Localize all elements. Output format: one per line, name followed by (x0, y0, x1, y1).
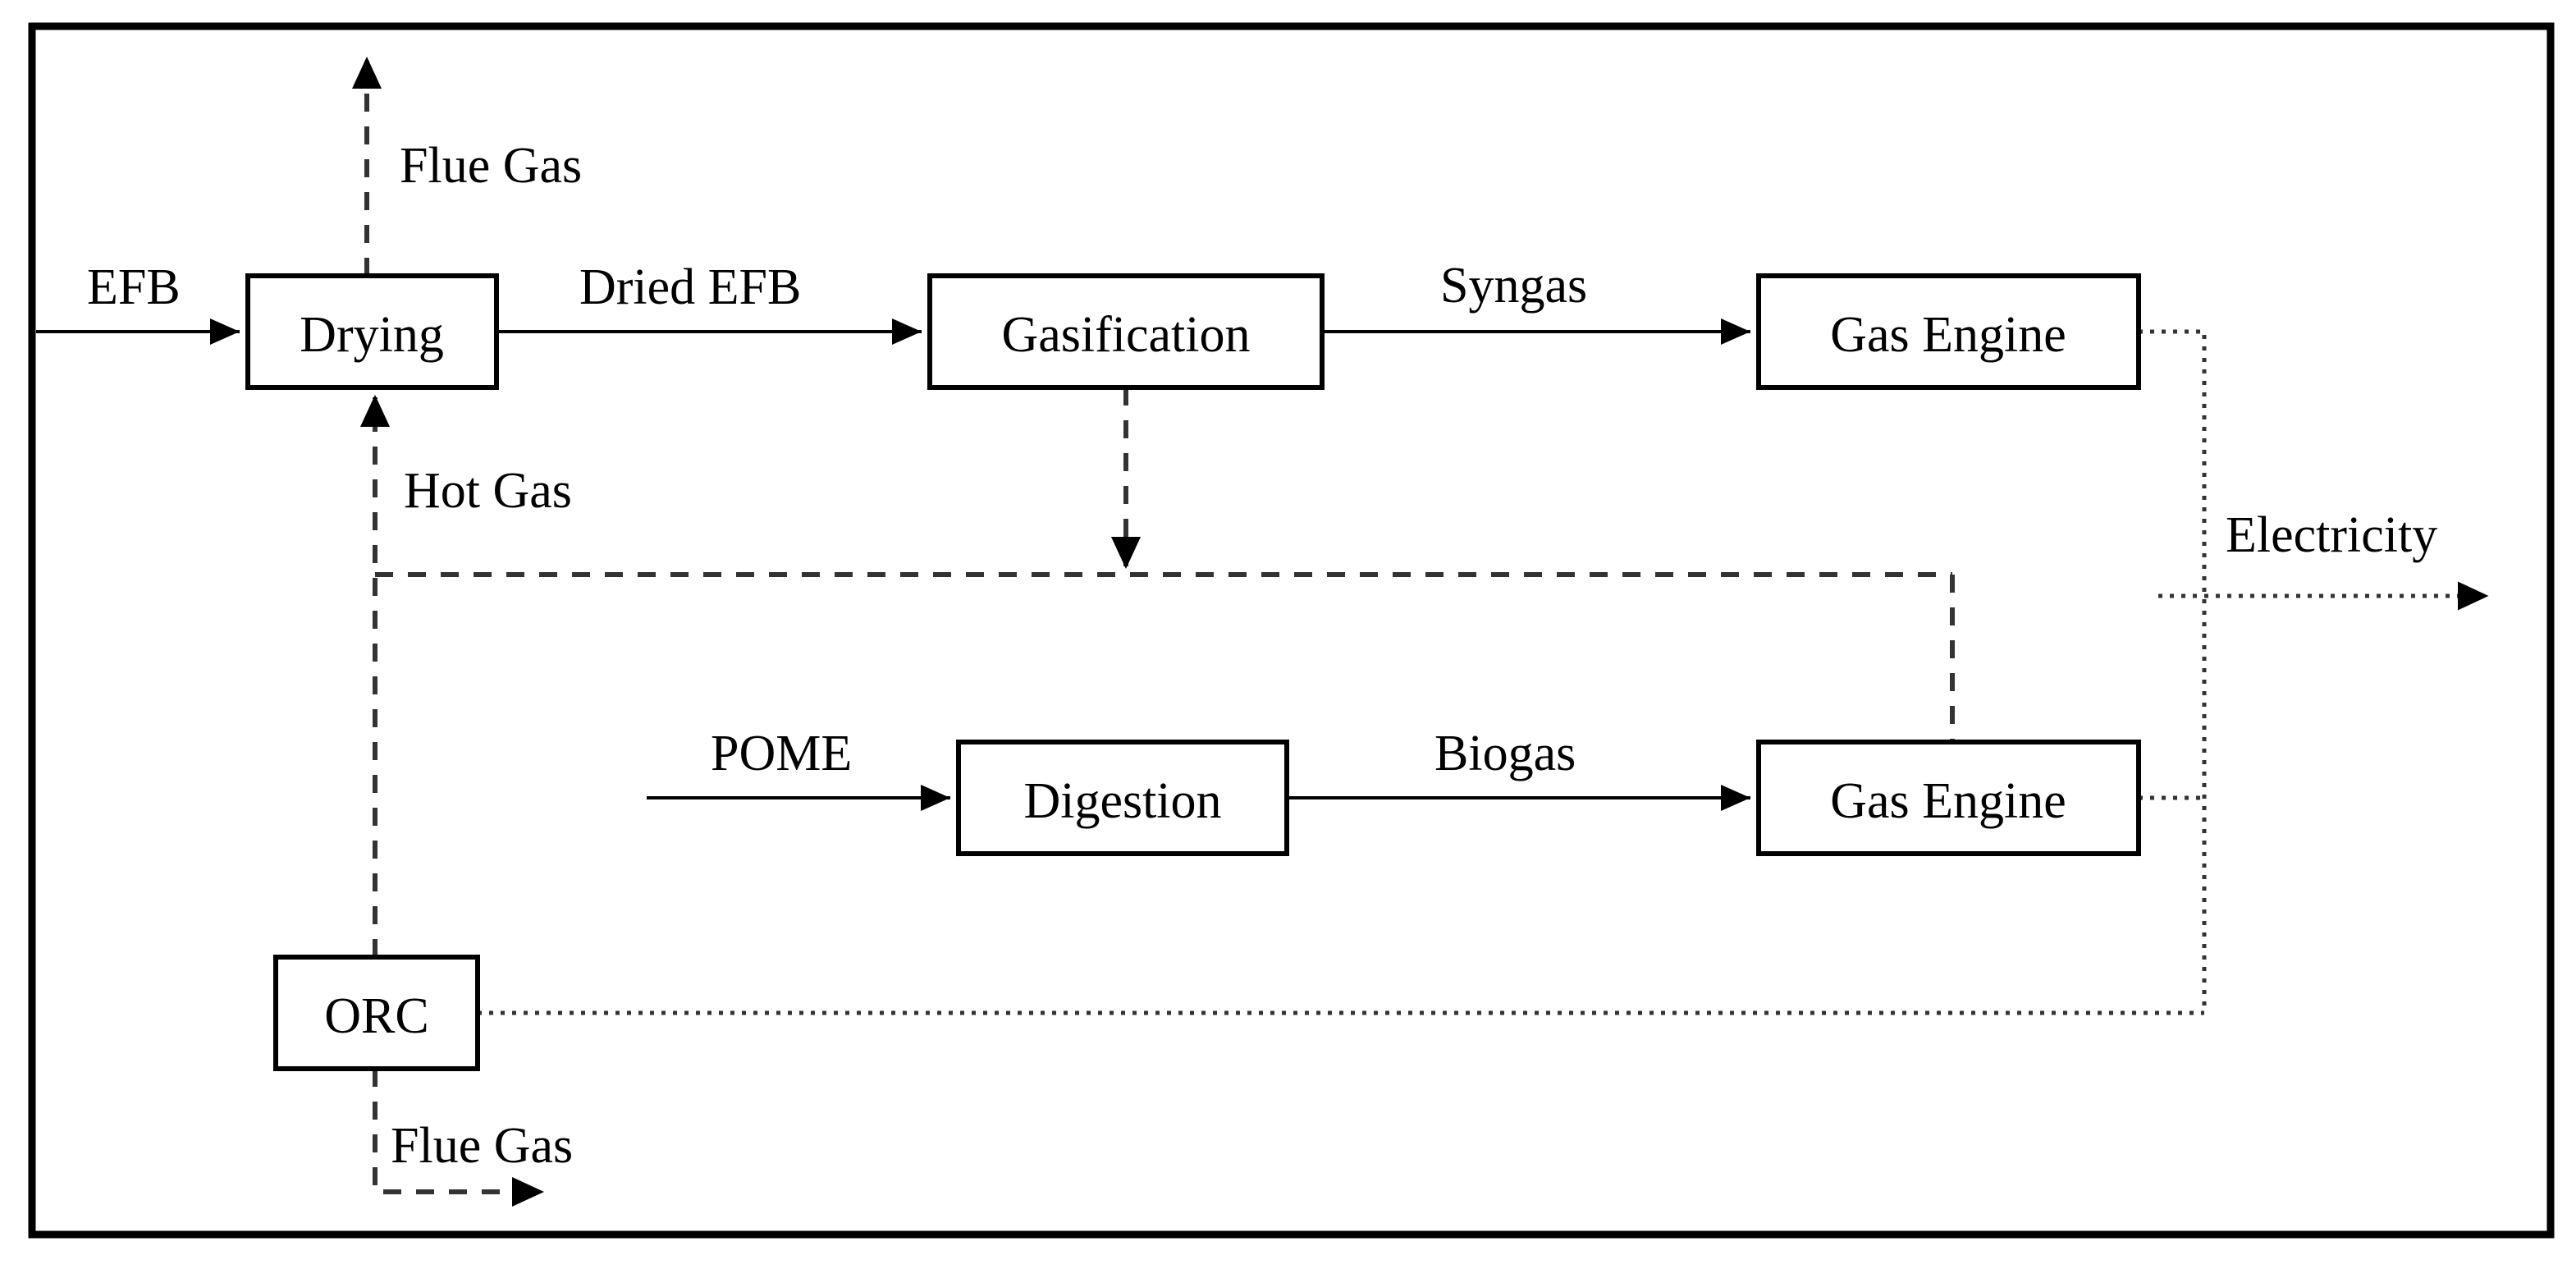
node-digestion-box[interactable] (956, 740, 1289, 856)
flow-label-efb: EFB (87, 259, 181, 315)
flow-label-flue-gas-top: Flue Gas (400, 138, 582, 194)
node-orc-label: ORC (324, 988, 428, 1044)
node-digestion[interactable]: Digestion (956, 740, 1289, 856)
flow-label-dried-efb: Dried EFB (579, 259, 801, 315)
flow-line-flue-gas-orc (373, 1069, 544, 1207)
node-orc[interactable]: ORC (273, 955, 480, 1071)
node-gas-engine-1[interactable]: Gas Engine (1756, 273, 2141, 390)
node-gas-engine-1-box[interactable] (1756, 273, 2141, 390)
flow-label-syngas: Syngas (1440, 258, 1587, 314)
flow-label-biogas: Biogas (1434, 726, 1576, 781)
node-digestion-label: Digestion (1023, 773, 1221, 829)
node-drying-label: Drying (300, 307, 444, 363)
flow-label-flue-gas-bottom: Flue Gas (391, 1118, 573, 1174)
flow-line-electricity-from-gas-engine-1 (2139, 329, 2207, 1013)
node-gasification-box[interactable] (927, 273, 1325, 390)
node-gas-engine-1-label: Gas Engine (1830, 307, 2066, 363)
node-orc-box[interactable] (273, 955, 480, 1071)
flow-label-pome: POME (711, 726, 852, 781)
diagram-frame (28, 22, 2555, 1239)
flow-label-electricity: Electricity (2226, 507, 2437, 563)
node-gas-engine-2-label: Gas Engine (1830, 773, 2066, 829)
node-drying-box[interactable] (245, 273, 499, 390)
flow-label-hot-gas: Hot Gas (404, 463, 572, 519)
node-gasification[interactable]: Gasification (927, 273, 1325, 390)
node-gas-engine-2[interactable]: Gas Engine (1756, 740, 2141, 856)
node-gas-engine-2-box[interactable] (1756, 740, 2141, 856)
node-drying[interactable]: Drying (245, 273, 499, 390)
node-gasification-label: Gasification (1001, 307, 1250, 363)
